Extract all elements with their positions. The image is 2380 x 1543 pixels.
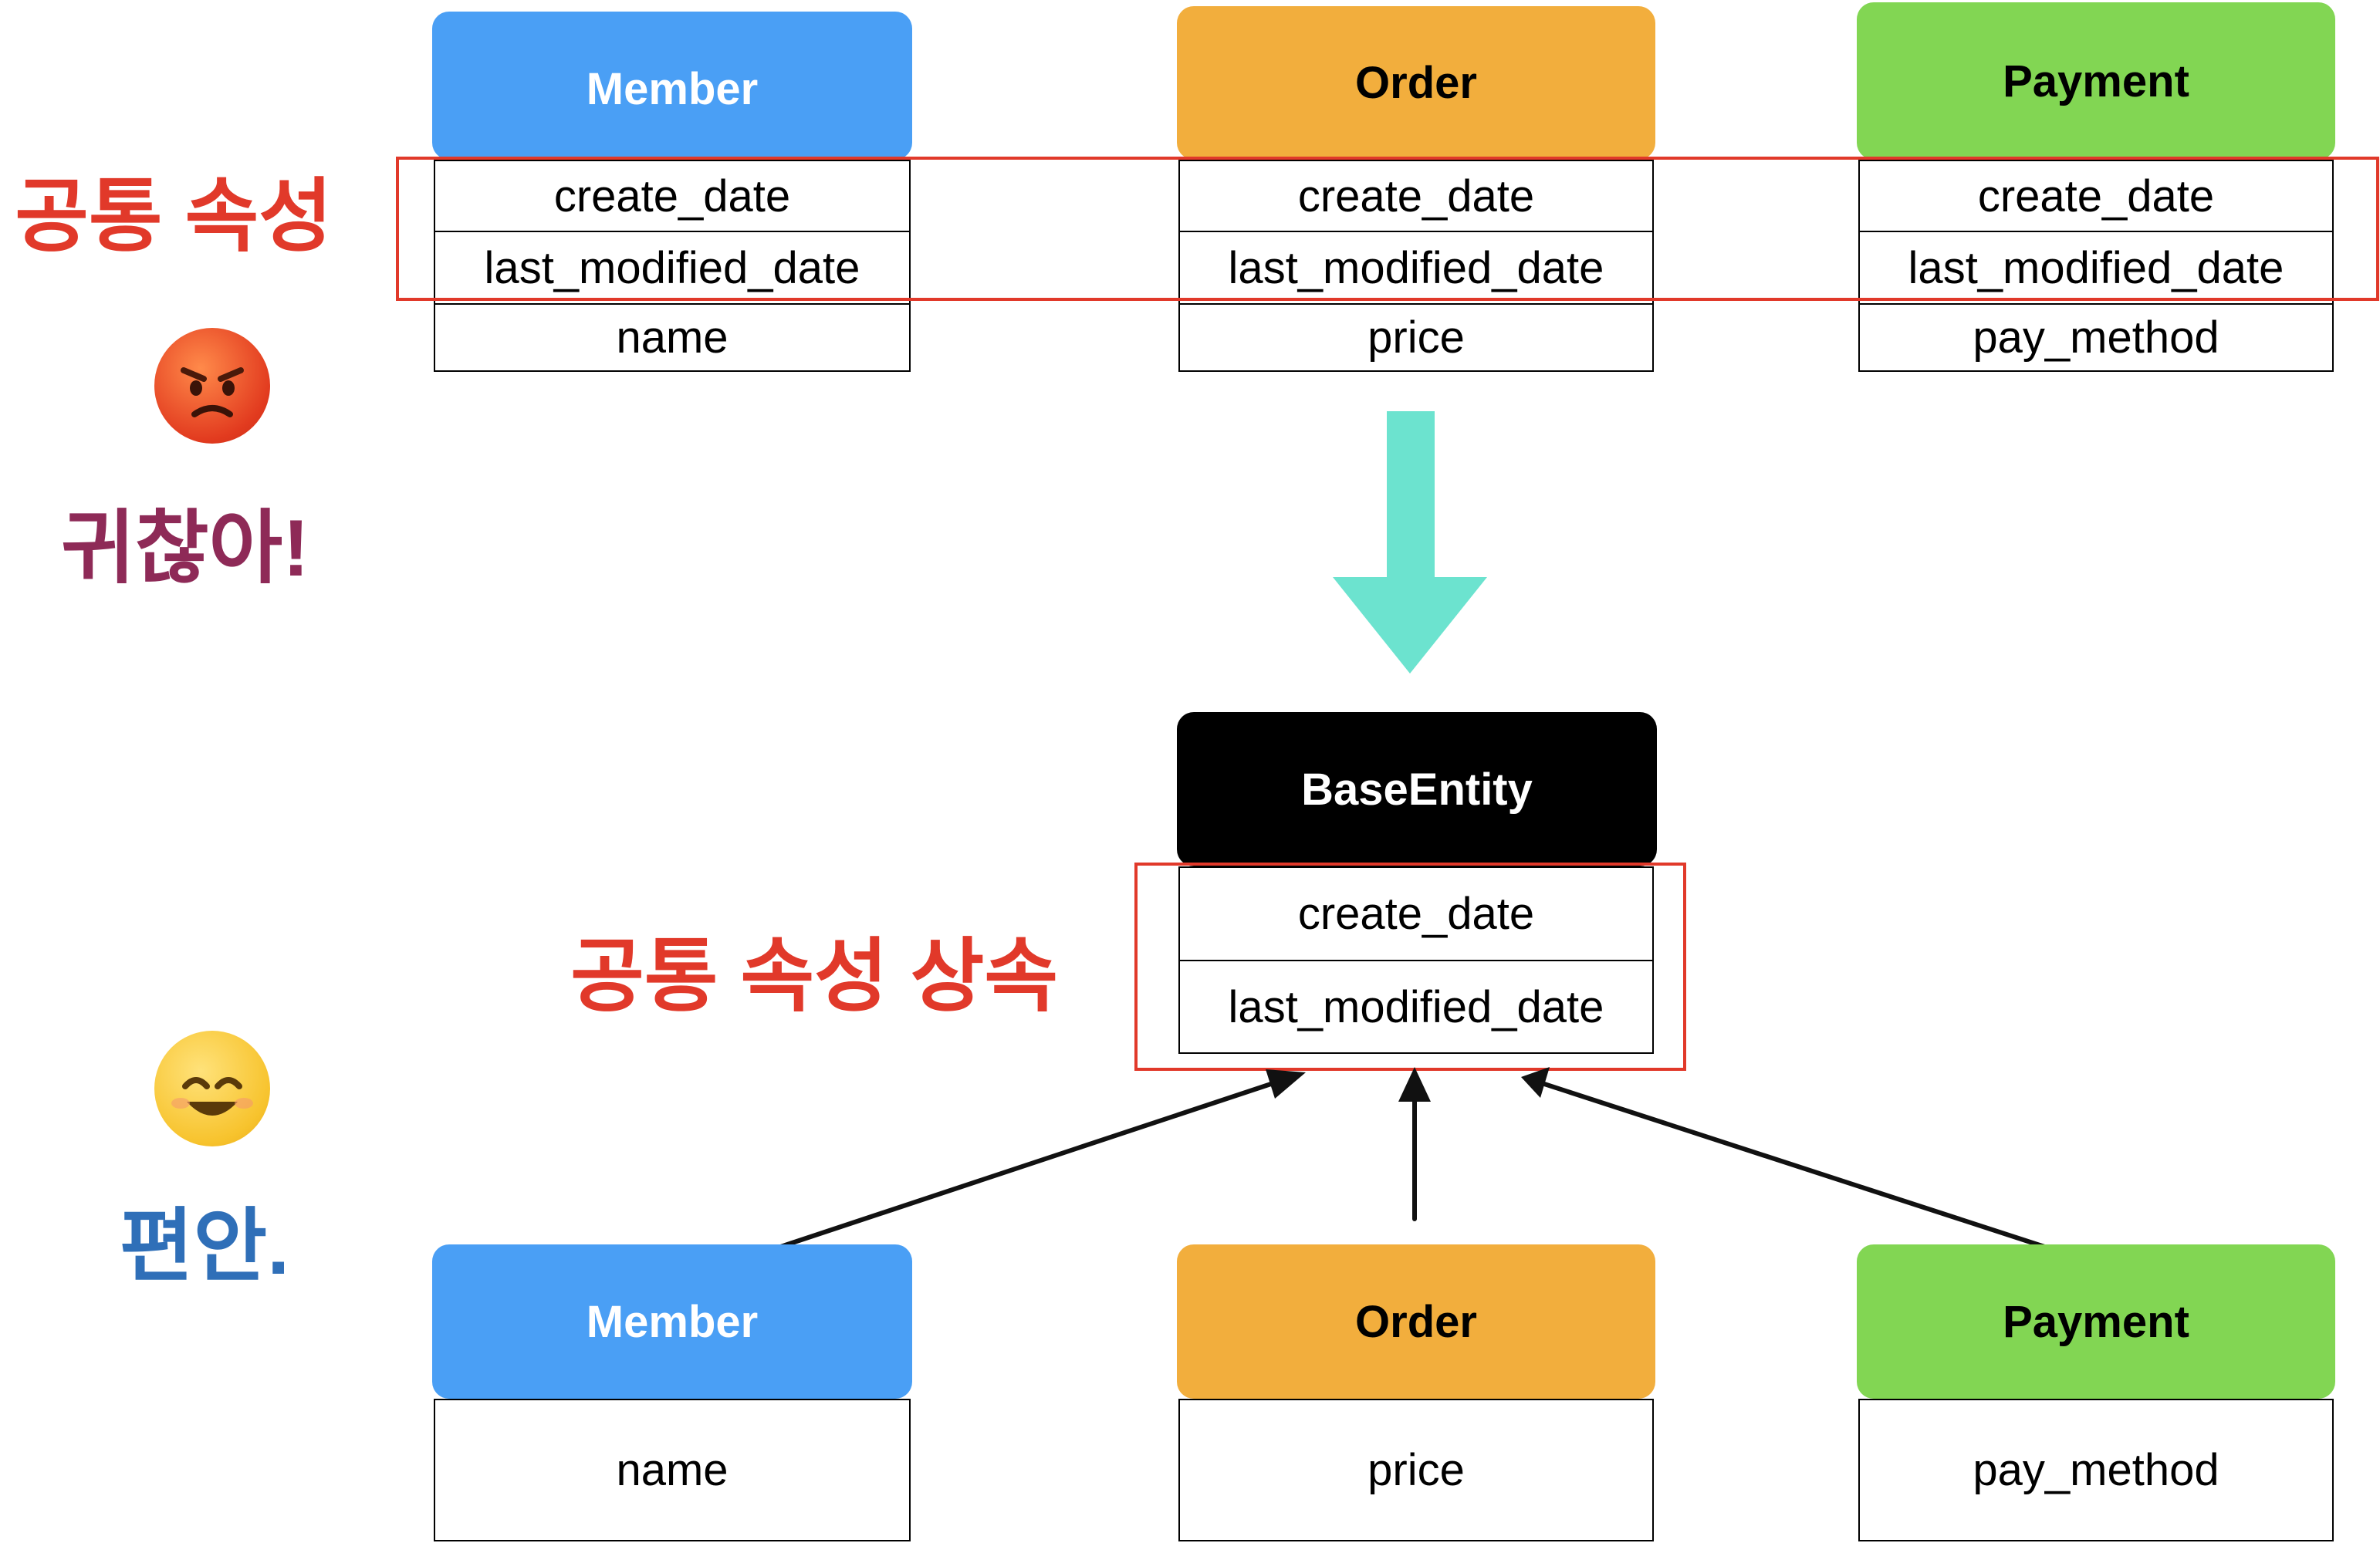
top-payment-field-pay-method: pay_method bbox=[1860, 303, 2332, 370]
bottom-order-header: Order bbox=[1177, 1244, 1655, 1399]
bottom-order-title: Order bbox=[1355, 1296, 1477, 1347]
top-member-fields: create_date last_modified_date name bbox=[434, 160, 911, 372]
bottom-order-field-price: price bbox=[1367, 1445, 1465, 1495]
top-member-field-create-date: create_date bbox=[553, 171, 791, 221]
bottom-member-title: Member bbox=[586, 1296, 759, 1347]
top-payment-field-last-modified-date: last_modified_date bbox=[1860, 231, 2332, 303]
top-order-title: Order bbox=[1355, 58, 1477, 108]
base-field-create-date: create_date bbox=[1297, 889, 1535, 939]
top-payment-header: Payment bbox=[1857, 2, 2335, 160]
top-order-field-price: price bbox=[1180, 303, 1652, 370]
top-member-title: Member bbox=[586, 63, 759, 114]
bottom-member-field-name: name bbox=[616, 1445, 729, 1495]
common-attributes-highlight-top bbox=[396, 157, 2379, 301]
top-member-field-name: name bbox=[435, 303, 909, 370]
top-order-field-last-modified-date: last_modified_date bbox=[1180, 231, 1652, 303]
base-entity-title: BaseEntity bbox=[1301, 764, 1533, 815]
top-member-field-last-modified-date: last_modified_date bbox=[435, 231, 909, 303]
smiling-face-icon bbox=[154, 1031, 270, 1146]
payment-inherits-arrow bbox=[1537, 1080, 2099, 1266]
top-order-header: Order bbox=[1177, 6, 1655, 160]
bottom-payment-field-pay-method: pay_method bbox=[1973, 1445, 2219, 1495]
payment-arrowhead-icon bbox=[1521, 1067, 1550, 1098]
top-payment-field-create-date: create_date bbox=[1977, 171, 2215, 221]
bottom-order-fields: price bbox=[1178, 1399, 1654, 1541]
bottom-payment-header: Payment bbox=[1857, 1244, 2335, 1399]
comfortable-label: 편안. bbox=[119, 1202, 290, 1291]
bottom-member-header: Member bbox=[432, 1244, 912, 1399]
top-order-fields: create_date last_modified_date price bbox=[1178, 160, 1654, 372]
top-payment-title: Payment bbox=[2003, 56, 2189, 106]
top-member-header: Member bbox=[432, 12, 912, 160]
order-arrowhead-icon bbox=[1398, 1067, 1431, 1102]
inherit-common-attributes-label: 공통 속성 상속 bbox=[570, 932, 1058, 1021]
top-payment-fields: create_date last_modified_date pay_metho… bbox=[1858, 160, 2334, 372]
common-attributes-highlight-base bbox=[1134, 863, 1686, 1071]
base-entity-fields: create_date last_modified_date bbox=[1178, 866, 1654, 1054]
member-inherits-arrow bbox=[704, 1076, 1290, 1274]
annoying-label: 귀찮아! bbox=[61, 504, 309, 593]
bottom-member-fields: name bbox=[434, 1399, 911, 1541]
bottom-payment-title: Payment bbox=[2003, 1296, 2189, 1347]
angry-face-icon bbox=[154, 328, 270, 444]
member-arrowhead-icon bbox=[1266, 1069, 1306, 1099]
top-order-field-create-date: create_date bbox=[1297, 171, 1535, 221]
bottom-payment-fields: pay_method bbox=[1858, 1399, 2334, 1541]
base-entity-header: BaseEntity bbox=[1177, 712, 1657, 866]
base-field-last-modified-date: last_modified_date bbox=[1180, 960, 1652, 1052]
common-attributes-label: 공통 속성 bbox=[15, 172, 333, 262]
